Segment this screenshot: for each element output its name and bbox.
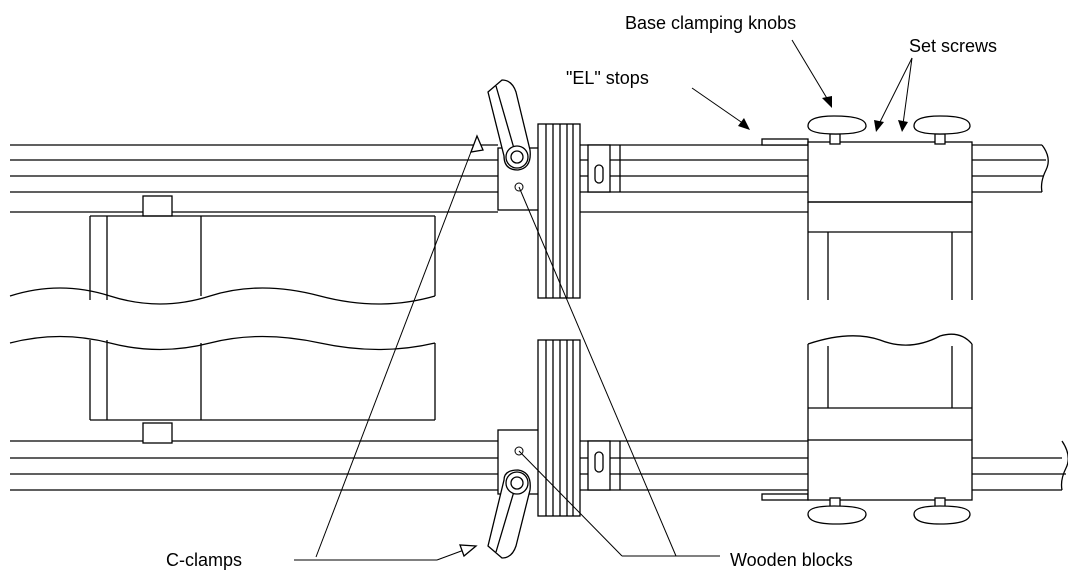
bottom-slot-block [587, 440, 621, 491]
label-el-stops: "EL" stops [566, 68, 649, 88]
bottom-c-clamp [487, 469, 531, 559]
right-base-top [807, 141, 973, 300]
el-stops [761, 138, 809, 501]
top-c-clamp [487, 79, 531, 171]
leader-el-stops [691, 87, 750, 130]
leader-wooden-blocks [518, 186, 720, 557]
base-clamping-knob-bottom-left [807, 497, 867, 525]
leader-c-clamps [294, 134, 484, 561]
left-carriage [9, 195, 436, 444]
base-clamping-knob-top-left [807, 115, 867, 145]
bottom-rail [10, 440, 1068, 491]
top-slot-block [587, 144, 621, 193]
leader-set-screws [874, 57, 913, 132]
label-wooden-blocks: Wooden blocks [730, 550, 853, 570]
label-base-clamping-knobs: Base clamping knobs [625, 13, 796, 33]
top-rail [10, 144, 1049, 213]
label-c-clamps: C-clamps [166, 550, 242, 570]
leader-base-clamping-knobs [791, 39, 832, 108]
label-set-screws: Set screws [909, 36, 997, 56]
base-clamping-knob-bottom-right [913, 497, 971, 525]
right-base-bottom [807, 333, 973, 501]
top-wooden-block [497, 123, 581, 299]
base-clamping-knob-top-right [913, 115, 971, 145]
